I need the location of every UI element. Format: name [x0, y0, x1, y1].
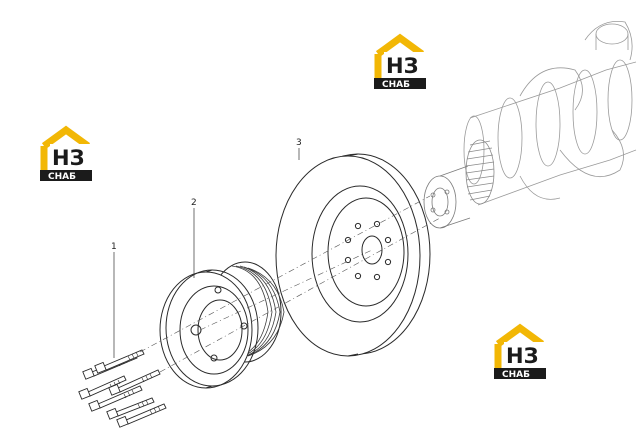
logo-letters: НЗ	[386, 54, 419, 78]
logo-caption: СНАБ	[382, 80, 410, 90]
pulley-icon	[159, 261, 285, 389]
callout-number-3: 3	[296, 138, 302, 148]
damper-disc-icon	[275, 153, 431, 357]
logo-letters: НЗ	[52, 146, 85, 170]
logo-letters: НЗ	[506, 344, 539, 368]
callout-leaders	[113, 148, 300, 358]
bolt	[106, 397, 155, 420]
logo-caption: СНАБ	[502, 370, 530, 380]
bolt	[94, 349, 145, 374]
callout-number-1: 1	[111, 242, 117, 252]
logo-caption: СНАБ	[48, 172, 76, 182]
crankshaft-icon	[423, 21, 637, 229]
watermark-logo: НЗ СНАБ	[494, 328, 546, 380]
bolt	[88, 385, 143, 412]
callout-number-2: 2	[191, 198, 197, 208]
assembly-centerlines	[139, 195, 441, 373]
watermark-logo: НЗ СНАБ	[374, 38, 426, 90]
bolt-set-icon	[78, 349, 167, 428]
bolt	[116, 403, 167, 428]
bolt	[108, 369, 161, 396]
watermark-logo: НЗ СНАБ	[40, 130, 92, 182]
bolt	[78, 375, 127, 400]
